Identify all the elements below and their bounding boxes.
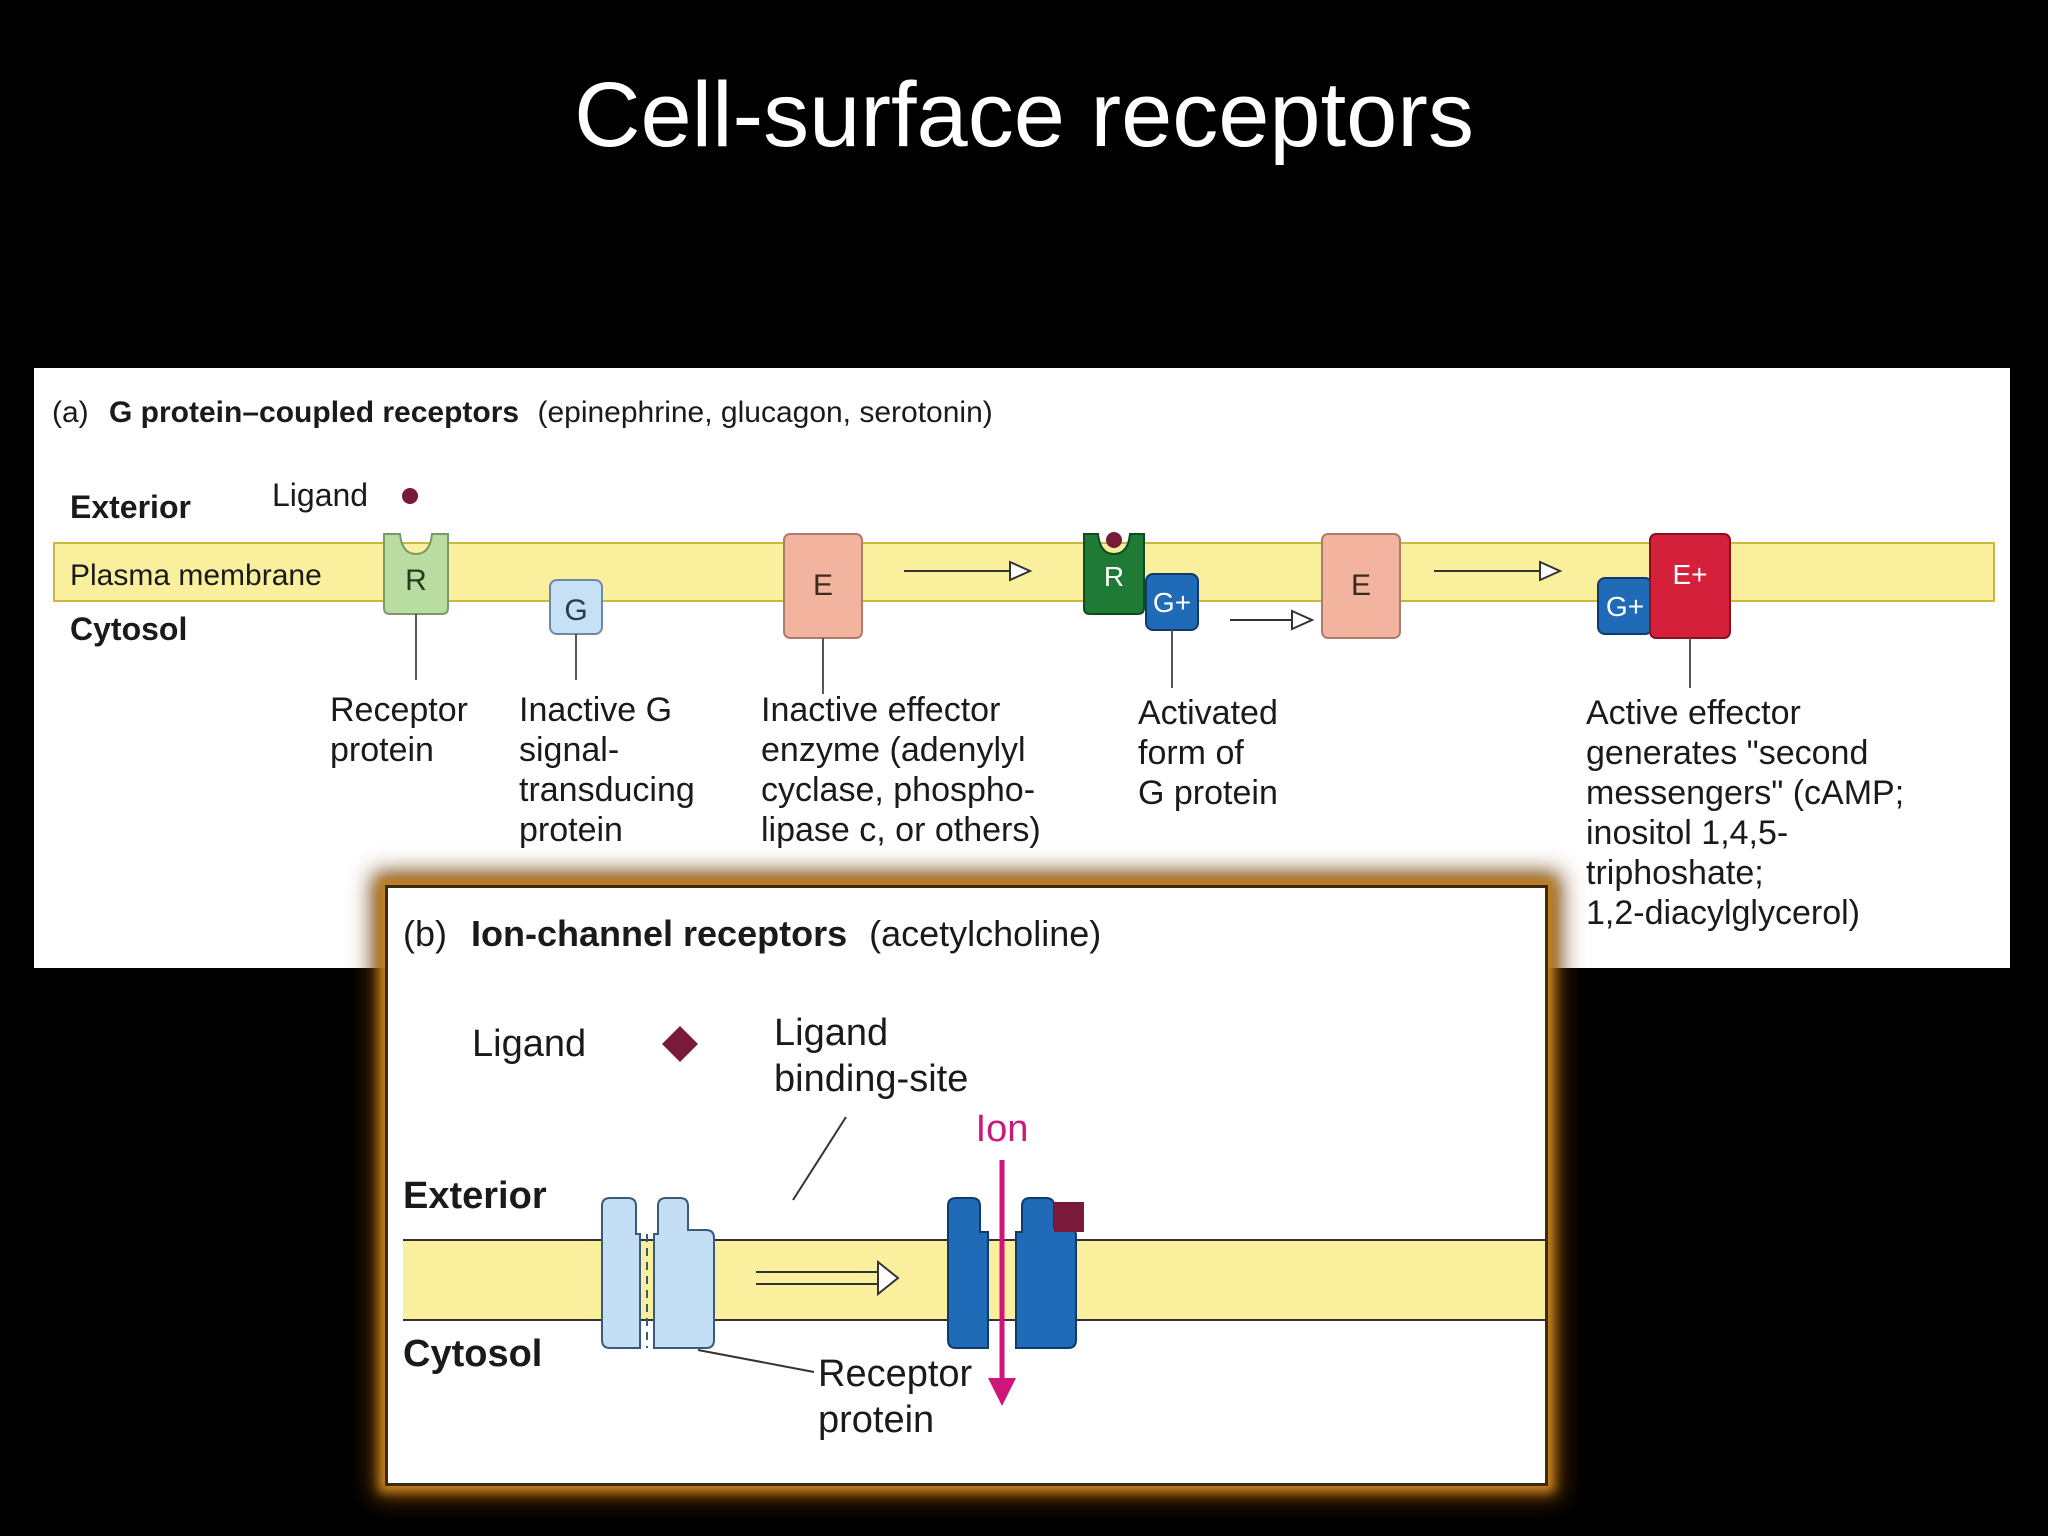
channel-closed-right-subunit	[653, 1197, 715, 1349]
g3-text: G+	[1606, 591, 1644, 622]
caption-inactive-g-line: signal-	[519, 731, 619, 769]
e1-text: E	[813, 569, 833, 602]
cytosol-label-a: Cytosol	[70, 611, 187, 647]
panel-b-ion-channel-diagram: (b) Ion-channel receptors (acetylcholine…	[385, 885, 1548, 1486]
leader-binding-site	[792, 1116, 847, 1201]
channel-open-left-subunit	[947, 1197, 989, 1349]
caption-inactive-g: Inactive G signal- transducing protein	[519, 691, 704, 849]
binding-site-label-line: Ligand	[774, 1012, 888, 1054]
caption-inactive-effector-line: lipase c, or others)	[761, 811, 1041, 849]
g1-text: G	[564, 594, 587, 627]
ligand-dot	[402, 488, 418, 504]
binding-site-label-line: binding-site	[774, 1058, 968, 1100]
receptor-r1-text: R	[405, 564, 427, 597]
cytosol-label-b: Cytosol	[403, 1333, 542, 1375]
exterior-label-b: Exterior	[403, 1175, 547, 1217]
e2-text: E	[1351, 569, 1371, 602]
receptor-label-b-line: protein	[818, 1399, 934, 1441]
panel-b-prefix: (b)	[403, 913, 447, 954]
caption-active-effector-line: inositol 1,4,5-	[1586, 814, 1788, 852]
r2-text: R	[1104, 561, 1124, 592]
caption-inactive-effector: Inactive effector enzyme (adenylyl cycla…	[761, 691, 1045, 849]
ligand-diamond	[662, 1026, 698, 1062]
binding-site-label: Ligand binding-site	[774, 1012, 968, 1100]
slide-title: Cell-surface receptors	[574, 64, 1474, 166]
caption-activated-g-line: Activated	[1138, 694, 1278, 732]
receptor-inactive-shape	[383, 533, 449, 615]
caption-active-effector-line: triphoshate;	[1586, 854, 1764, 892]
effector-inactive-2	[1321, 533, 1401, 639]
arrow-b-head	[877, 1259, 900, 1297]
caption-inactive-g-line: Inactive G	[519, 691, 672, 729]
ion-label: Ion	[976, 1108, 1029, 1150]
caption-activated-g: Activated form of G protein	[1138, 694, 1287, 812]
arrow-1-head	[1009, 560, 1033, 582]
leader-receptor-b	[697, 1349, 815, 1373]
g2-text: G+	[1153, 587, 1191, 618]
caption-active-effector-line: generates "second	[1586, 734, 1868, 772]
panel-a-svg: (a) G protein–coupled receptors (epineph…	[52, 396, 1995, 932]
caption-inactive-effector-line: cyclase, phospho-	[761, 771, 1035, 809]
caption-inactive-g-line: transducing	[519, 771, 695, 809]
caption-receptor-line: protein	[330, 731, 434, 769]
ligand-bound-dot	[1106, 532, 1122, 548]
caption-receptor: Receptor protein	[330, 691, 477, 769]
caption-inactive-g-line: protein	[519, 811, 623, 849]
caption-active-effector-line: 1,2-diacylglycerol)	[1586, 894, 1860, 932]
caption-active-effector-line: Active effector	[1586, 694, 1801, 732]
panel-b-svg: (b) Ion-channel receptors (acetylcholine…	[403, 913, 1545, 1441]
panel-b-heading-rest: (acetylcholine)	[869, 913, 1101, 954]
caption-receptor-line: Receptor	[330, 691, 468, 729]
panel-b-heading-bold: Ion-channel receptors	[471, 913, 847, 954]
receptor-label-b-line: Receptor	[818, 1353, 973, 1395]
ligand-label-b: Ligand	[472, 1023, 586, 1065]
caption-active-effector-line: messengers" (cAMP;	[1586, 774, 1904, 812]
ligand-label-a: Ligand	[272, 477, 368, 513]
arrow-3-head	[1539, 560, 1563, 582]
receptor-active-shape	[1083, 533, 1145, 615]
ligand-bound-square	[1054, 1202, 1084, 1232]
caption-activated-g-line: G protein	[1138, 774, 1278, 812]
panel-a-heading: (a) G protein–coupled receptors (epineph…	[52, 396, 993, 429]
panel-a-heading-bold: G protein–coupled receptors	[109, 396, 519, 429]
panel-a-heading-rest: (epinephrine, glucagon, serotonin)	[537, 396, 992, 429]
plasma-membrane-label: Plasma membrane	[70, 559, 322, 592]
caption-inactive-effector-line: enzyme (adenylyl	[761, 731, 1026, 769]
receptor-label-b: Receptor protein	[818, 1353, 983, 1441]
caption-activated-g-line: form of	[1138, 734, 1244, 772]
panel-a-gpcr-diagram: (a) G protein–coupled receptors (epineph…	[34, 368, 2010, 968]
panel-b-heading: (b) Ion-channel receptors (acetylcholine…	[403, 913, 1101, 954]
exterior-label-a: Exterior	[70, 489, 191, 525]
arrow-2-head	[1291, 609, 1315, 631]
channel-closed-left-subunit	[601, 1197, 641, 1349]
ion-arrow-head	[988, 1378, 1016, 1406]
e3-text: E+	[1672, 559, 1707, 590]
panel-a-prefix: (a)	[52, 396, 89, 429]
caption-inactive-effector-line: Inactive effector	[761, 691, 1000, 729]
caption-active-effector: Active effector generates "second messen…	[1586, 694, 1914, 932]
